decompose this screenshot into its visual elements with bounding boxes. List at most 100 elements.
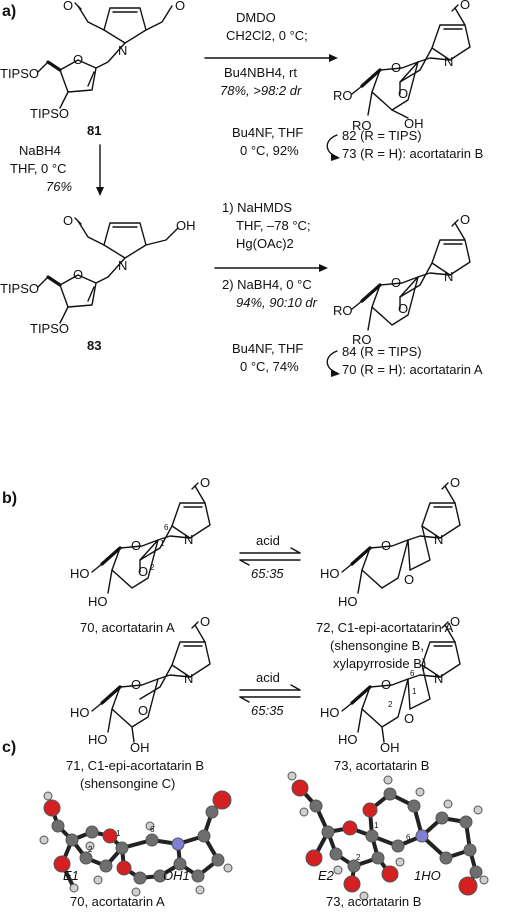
atom-O: O [63, 213, 73, 228]
eq1-reagent: acid [256, 533, 280, 548]
eq2-ratio: 65:35 [251, 703, 284, 718]
panel-label-b: b) [2, 490, 17, 507]
locant-2: 2 [150, 563, 155, 572]
locant-6: 6 [150, 825, 155, 834]
atom-OH: OH [380, 740, 400, 755]
atom-O: O [450, 614, 460, 629]
atom-HO: HO [320, 566, 340, 581]
crystal-structure-70 [39, 790, 233, 897]
atom-HO: HO [338, 594, 358, 609]
atom-N: N [434, 532, 443, 547]
atom-O: O [404, 572, 414, 587]
locant-2: 2 [356, 853, 361, 862]
rxn4-step1c: Hg(OAc)2 [236, 236, 294, 251]
compound-73c-label: 73, acortatarin B [326, 894, 421, 909]
atom-O: O [63, 0, 73, 13]
compound-73b-label: 73, acortatarin B [334, 758, 429, 773]
atom-HO: HO [338, 732, 358, 747]
compound-72-label: 72, C1-epi-acortatarin A [316, 620, 454, 635]
compound-70-label: 70 (R = H): acortatarin A [342, 362, 483, 377]
atom-HO: HO [320, 705, 340, 720]
locant-6: 6 [164, 523, 169, 532]
atom-O: O [131, 538, 141, 553]
rxn2-cond: 0 °C, 92% [240, 143, 299, 158]
atom-TIPSO: TIPSO [0, 281, 39, 296]
compound-71-alias: (shensongine C) [80, 776, 175, 791]
compound-70b-label: 70, acortatarin A [80, 620, 175, 635]
rxn3-reagent1: NaBH4 [19, 143, 61, 158]
locant-6: 6 [410, 669, 415, 678]
atom-TIPSO: TIPSO [30, 106, 69, 121]
locant-2: 2 [388, 700, 393, 709]
atom-O: O [381, 538, 391, 553]
atom-O: O [73, 267, 83, 282]
atom-RO: RO [333, 303, 353, 318]
atom-RO: RO [352, 118, 372, 133]
compound-82-structure [351, 4, 471, 119]
atom-O: O [404, 711, 414, 726]
atom-OH: OH [176, 218, 196, 233]
crystal-structure-73 [287, 771, 489, 901]
eq1-ratio: 65:35 [251, 566, 284, 581]
atom-HO: HO [88, 732, 108, 747]
rxn3-yield: 76% [46, 179, 72, 194]
compound-71-structure [91, 621, 211, 743]
atom-N: N [444, 269, 453, 284]
atom-O: O [175, 0, 185, 13]
atom-O: O [391, 60, 401, 75]
compound-72-alias2: xylapyrroside B) [333, 656, 426, 671]
atom-O: O [138, 703, 148, 718]
atom-O: O [200, 614, 210, 629]
locant-1: 1 [412, 687, 417, 696]
rxn4-yield: 94%, 90:10 dr [236, 295, 318, 310]
compound-71-label: 71, C1-epi-acortatarin B [66, 758, 204, 773]
rxn5-cond: 0 °C, 74% [240, 359, 299, 374]
compound-83-structure [37, 217, 179, 324]
rxn2-reagent: Bu4NF, THF [232, 125, 303, 140]
compound-73-structure [341, 621, 461, 743]
rxn1-reagent3: Bu4NBH4, rt [224, 65, 297, 80]
locant-6: 6 [406, 833, 411, 842]
atom-O: O [460, 0, 470, 12]
conf-left-hb: OH1 [163, 868, 190, 883]
atom-N: N [184, 532, 193, 547]
compound-84-structure [351, 219, 471, 331]
rxn1-yield: 78%, >98:2 dr [220, 83, 302, 98]
atom-HO: HO [88, 594, 108, 609]
atom-RO: RO [333, 88, 353, 103]
atom-O: O [138, 564, 148, 579]
rxn4-step1b: THF, –78 °C; [236, 218, 311, 233]
atom-N: N [184, 671, 193, 686]
equilibrium-arrows [239, 684, 301, 703]
rxn3-reagent2: THF, 0 °C [10, 161, 66, 176]
atom-O: O [200, 475, 210, 490]
atom-TIPSO: TIPSO [0, 66, 39, 81]
atom-HO: HO [70, 705, 90, 720]
rxn1-reagent1: DMDO [236, 10, 276, 25]
atom-OH: OH [404, 116, 424, 131]
atom-N: N [118, 258, 127, 273]
atom-O: O [450, 475, 460, 490]
compound-72-alias1: (shensongine B, [330, 638, 424, 653]
atom-N: N [118, 43, 127, 58]
conf-left-env: E1 [63, 868, 79, 883]
atom-O: O [391, 275, 401, 290]
atom-OH: OH [130, 740, 150, 755]
atom-O: O [398, 301, 408, 316]
panel-label-a: a) [2, 3, 16, 20]
compound-70c-label: 70, acortatarin A [70, 894, 165, 909]
compound-82-label: 82 (R = TIPS) [342, 128, 422, 143]
panel-label-c: c) [2, 739, 16, 756]
locant-2: 2 [88, 845, 93, 854]
equilibrium-arrows [239, 547, 301, 566]
conf-right-env: E2 [318, 868, 335, 883]
atom-RO: RO [352, 332, 372, 347]
atom-O: O [131, 677, 141, 692]
compound-73-label: 73 (R = H): acortatarin B [342, 146, 483, 161]
rxn1-reagent2: CH2Cl2, 0 °C; [226, 28, 308, 43]
eq2-reagent: acid [256, 670, 280, 685]
compound-84-label: 84 (R = TIPS) [342, 344, 422, 359]
rxn4-step2: 2) NaBH4, 0 °C [222, 277, 312, 292]
conf-right-hb: 1HO [414, 868, 441, 883]
